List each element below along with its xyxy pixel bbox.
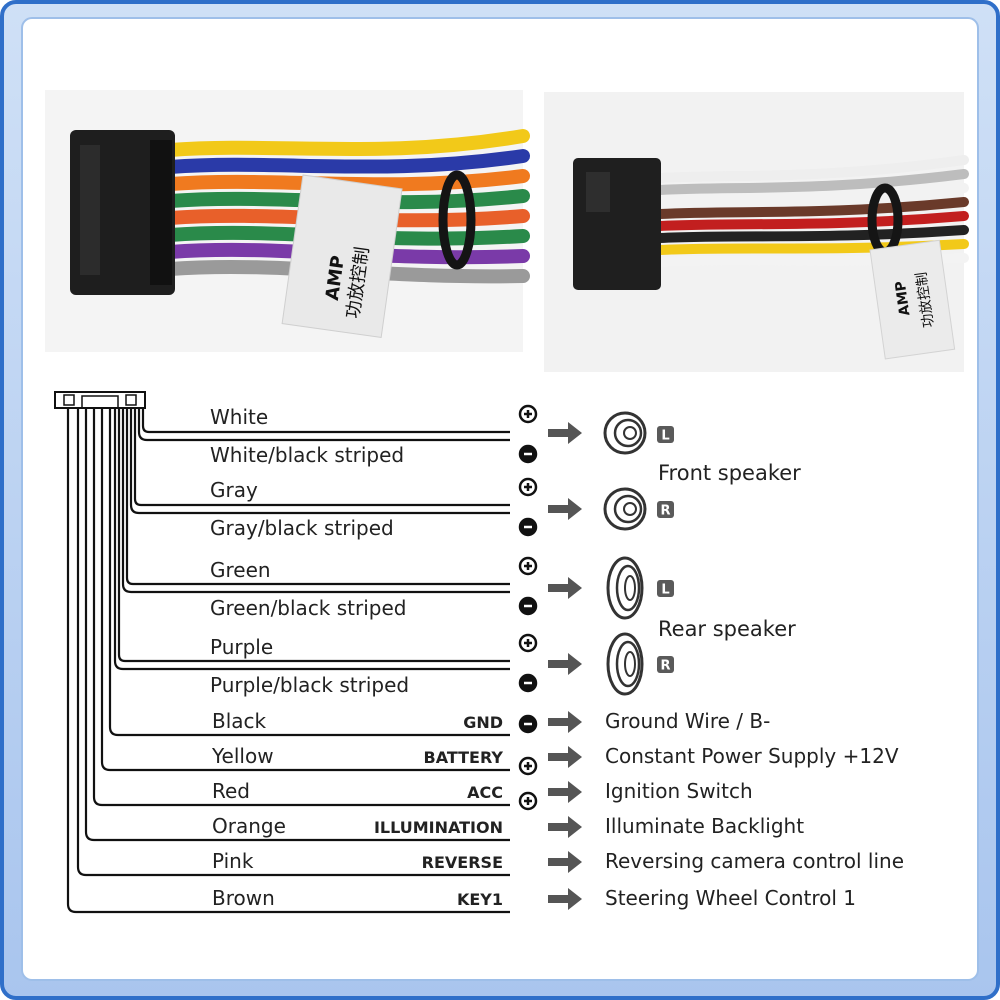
wire-color-label: White/black striped — [210, 443, 404, 467]
arrow-icon — [548, 577, 582, 599]
speaker-wire-plus — [125, 408, 510, 586]
plus-terminal-icon — [518, 404, 538, 424]
diagram-wire-lines — [66, 408, 510, 914]
photo-wire — [655, 155, 969, 183]
arrow-icon — [548, 746, 582, 768]
arrow-icon — [548, 711, 582, 733]
wire-color-label: Yellow — [211, 744, 274, 768]
speaker-icon — [603, 411, 647, 455]
photo-wire — [655, 169, 969, 195]
speaker-wire-plus — [117, 408, 510, 663]
wire-function-label: Ignition Switch — [605, 779, 753, 803]
minus-terminal-icon — [518, 596, 538, 616]
speaker-icon — [606, 556, 644, 620]
speaker-wire-plus — [133, 408, 510, 507]
front-speaker-label: Front speaker — [658, 461, 801, 485]
amp-tag-text-right: AMP — [893, 280, 914, 317]
plus-terminal-icon — [518, 633, 538, 653]
speaker-wire-minus — [121, 408, 510, 594]
photo-left-cable-tie — [438, 170, 476, 270]
speaker-wire-plus — [141, 408, 510, 434]
minus-terminal-icon — [518, 714, 538, 734]
signal-wire — [76, 408, 510, 877]
photo-wire — [163, 149, 530, 174]
wire-color-label: Green/black striped — [210, 596, 406, 620]
photo-right: AMP 功放控制 — [544, 92, 969, 372]
photo-wire — [655, 183, 969, 207]
channel-badge: L — [657, 426, 674, 444]
wire-function-label: Ground Wire / B- — [605, 709, 770, 733]
wire-color-label: Gray — [210, 478, 258, 502]
wire-code-label: ILLUMINATION — [374, 818, 503, 837]
arrow-icon — [548, 653, 582, 675]
wire-function-label: Constant Power Supply +12V — [605, 744, 899, 768]
arrow-icon — [548, 888, 582, 910]
amp-tag-cn-text-right: 功放控制 — [914, 271, 938, 329]
wire-color-label: Orange — [212, 814, 286, 838]
channel-letter: L — [661, 429, 669, 444]
wire-color-label: Green — [210, 558, 271, 582]
speaker-wire-minus — [137, 408, 510, 442]
minus-terminal-icon — [518, 517, 538, 537]
wire-function-label: Steering Wheel Control 1 — [605, 886, 856, 910]
wire-color-label: Pink — [212, 849, 254, 873]
wire-code-label: GND — [463, 713, 503, 732]
wire-color-label: Red — [212, 779, 250, 803]
speaker-wire-minus — [129, 408, 510, 515]
channel-letter: R — [660, 504, 670, 519]
wire-color-label: White — [210, 405, 268, 429]
channel-badge: L — [657, 580, 674, 598]
photo-wire — [655, 225, 969, 243]
speaker-icon — [606, 632, 644, 696]
signal-wire — [108, 408, 510, 737]
channel-letter: R — [660, 659, 670, 674]
arrow-icon — [548, 781, 582, 803]
wire-color-label: Black — [212, 709, 267, 733]
wire-color-label: Brown — [212, 886, 275, 910]
photo-right-amp-tag: AMP 功放控制 — [869, 239, 956, 360]
signal-wire — [84, 408, 510, 842]
connector-photos: AMP 功放控制 AMP 功放控制 — [45, 90, 969, 372]
wire-code-label: ACC — [467, 783, 503, 802]
wire-code-label: BATTERY — [424, 748, 504, 767]
minus-terminal-icon — [518, 673, 538, 693]
plus-terminal-icon — [518, 756, 538, 776]
signal-wire — [100, 408, 510, 772]
wire-color-label: Gray/black striped — [210, 516, 394, 540]
arrow-icon — [548, 422, 582, 444]
signal-wire — [92, 408, 510, 807]
channel-badge: R — [657, 656, 674, 674]
arrow-icon — [548, 851, 582, 873]
arrow-icon — [548, 498, 582, 520]
wire-function-label: Illuminate Backlight — [605, 814, 804, 838]
wire-code-label: REVERSE — [422, 853, 503, 872]
speaker-wire-minus — [113, 408, 510, 671]
speaker-icon — [603, 487, 647, 531]
photo-wire — [163, 129, 530, 157]
plus-terminal-icon — [518, 791, 538, 811]
photo-wire — [655, 197, 969, 219]
photo-right-wires — [655, 155, 969, 267]
wire-function-label: Reversing camera control line — [605, 849, 904, 873]
minus-terminal-icon — [518, 444, 538, 464]
speaker-symbols: L R L R — [603, 411, 674, 696]
signal-wire — [66, 408, 510, 914]
plus-terminal-icon — [518, 477, 538, 497]
photo-wire — [655, 211, 969, 231]
rear-speaker-label: Rear speaker — [658, 617, 796, 641]
photo-left-amp-tag: AMP 功放控制 — [281, 174, 403, 339]
photo-left: AMP 功放控制 — [45, 90, 530, 352]
arrow-icon — [548, 816, 582, 838]
wire-code-label: KEY1 — [457, 890, 503, 909]
channel-letter: L — [661, 583, 669, 598]
channel-badge: R — [657, 501, 674, 519]
plus-terminal-icon — [518, 556, 538, 576]
wire-color-label: Purple — [210, 635, 273, 659]
wire-color-label: Purple/black striped — [210, 673, 409, 697]
